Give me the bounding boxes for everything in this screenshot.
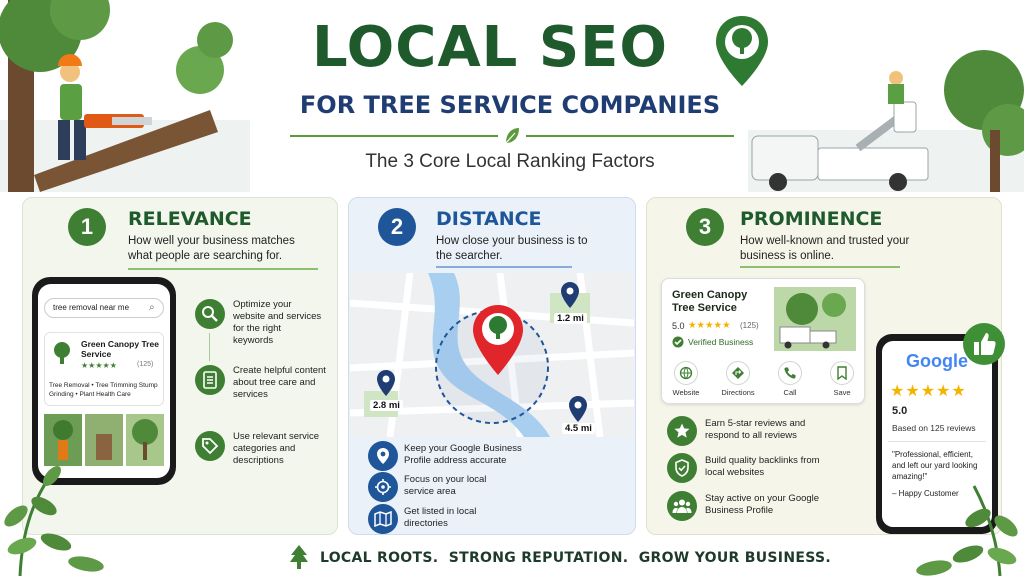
search-input[interactable]: tree removal near me ⌕ xyxy=(44,298,164,318)
business-profile-card[interactable]: Green Canopy Tree Service 5.0 ★★★★★ (125… xyxy=(661,278,865,404)
business-name: Green Canopy Tree Service xyxy=(81,339,159,359)
divider xyxy=(740,266,900,268)
step-number: 1 xyxy=(68,208,106,246)
business-name: Green Canopy Tree Service xyxy=(672,289,748,314)
rating-value: 5.0 xyxy=(672,321,685,331)
divider xyxy=(436,266,572,268)
search-icon: ⌕ xyxy=(149,302,155,313)
step-number: 3 xyxy=(686,208,724,246)
bullet-text: Earn 5-star reviews and respond to all r… xyxy=(705,418,806,441)
action-label: Website xyxy=(672,388,700,397)
business-photo xyxy=(774,287,856,351)
crosshair-icon xyxy=(368,472,398,502)
bullet-text: Stay active on your Google Business Prof… xyxy=(705,493,820,516)
bullet-text: Get listed in local directories xyxy=(404,506,477,529)
shield-check-icon xyxy=(667,453,697,483)
divider xyxy=(888,441,986,442)
action-row: Website Directions Call Save xyxy=(666,361,862,397)
search-icon xyxy=(195,299,225,329)
business-location-pin-icon[interactable] xyxy=(471,303,525,379)
google-logo: Google xyxy=(906,351,968,371)
action-label: Save xyxy=(833,388,851,397)
page-title: LOCAL SEO xyxy=(311,15,669,80)
footer-slogan: LOCAL ROOTS. STRONG REPUTATION. GROW YOU… xyxy=(320,550,831,566)
page-subtitle: FOR TREE SERVICE COMPANIES xyxy=(299,91,721,119)
service-area-map[interactable]: 1.2 mi 2.8 mi 4.5 mi xyxy=(350,273,634,437)
business-listing[interactable]: Green Canopy Tree Service ★★★★★ (125) Tr… xyxy=(44,332,164,406)
panel-description: How well-known and trusted your business… xyxy=(740,235,910,262)
leaf-icon xyxy=(505,128,519,144)
bucket-truck-illustration xyxy=(748,50,1024,192)
location-pin-icon xyxy=(368,441,398,471)
bullet-text: Build quality backlinks from local websi… xyxy=(705,455,820,478)
location-pin-icon xyxy=(561,282,579,308)
review-author: – Happy Customer xyxy=(892,489,959,498)
action-label: Directions xyxy=(721,388,755,397)
distance-label: 4.5 mi xyxy=(562,423,595,434)
review-quote: "Professional, efficient, and left our y… xyxy=(892,450,978,481)
review-count: (125) xyxy=(740,321,759,330)
directions-button[interactable]: Directions xyxy=(718,361,758,397)
panel-title: PROMINENCE xyxy=(740,208,883,230)
step-number: 2 xyxy=(378,208,416,246)
divider xyxy=(128,268,318,270)
bullet-text: Keep your Google Business Profile addres… xyxy=(404,443,522,466)
divider xyxy=(290,135,498,137)
tree-icon xyxy=(290,545,308,569)
review-count: (125) xyxy=(137,361,154,368)
rating-stars: ★★★★★ xyxy=(688,320,731,331)
rating-stars: ★★★★★ xyxy=(81,361,117,370)
directions-icon xyxy=(726,361,750,385)
star-icon xyxy=(667,416,697,446)
rating-value: 5.0 xyxy=(892,405,908,417)
search-results-screen: tree removal near me ⌕ Green Canopy Tree… xyxy=(38,284,170,478)
globe-icon xyxy=(674,361,698,385)
panel-description: How well your business matches what peop… xyxy=(128,235,295,262)
rating-stars: ★★★★★ xyxy=(890,383,967,400)
thumbs-up-icon xyxy=(963,323,1005,365)
services-list: Tree Removal • Tree Trimming Stump Grind… xyxy=(49,382,158,398)
panel-title: RELEVANCE xyxy=(128,208,252,230)
tree-location-pin-icon xyxy=(716,16,768,86)
location-pin-icon xyxy=(569,396,587,422)
website-button[interactable]: Website xyxy=(666,361,706,397)
review-summary: Based on 125 reviews xyxy=(892,423,976,433)
tree-icon xyxy=(54,342,70,364)
search-query: tree removal near me xyxy=(53,303,130,312)
panel-description: How close your business is to the search… xyxy=(436,235,588,262)
distance-label: 2.8 mi xyxy=(370,400,403,411)
google-reviews-screen: Google ★★★★★ 5.0 Based on 125 reviews "P… xyxy=(882,341,992,527)
divider xyxy=(526,135,734,137)
bullet-text: Focus on your local service area xyxy=(404,474,487,497)
document-icon xyxy=(195,365,225,395)
tag-icon xyxy=(195,431,225,461)
bullet-text: Optimize your website and services for t… xyxy=(233,299,322,346)
arborist-illustration xyxy=(0,0,250,192)
plant-decoration xyxy=(4,466,104,576)
service-photos xyxy=(44,414,164,466)
action-label: Call xyxy=(783,388,797,397)
distance-label: 1.2 mi xyxy=(554,313,587,324)
people-icon xyxy=(667,491,697,521)
bookmark-icon xyxy=(830,361,854,385)
panel-title: DISTANCE xyxy=(436,208,542,230)
page-tagline: The 3 Core Local Ranking Factors xyxy=(365,151,655,172)
plant-decoration xyxy=(916,485,1018,576)
call-button[interactable]: Call xyxy=(770,361,810,397)
connector-line xyxy=(209,333,210,361)
verified-check-icon xyxy=(672,336,684,348)
map-icon xyxy=(368,504,398,534)
save-button[interactable]: Save xyxy=(822,361,862,397)
bullet-text: Use relevant service categories and desc… xyxy=(233,431,320,466)
location-pin-icon xyxy=(377,370,395,396)
bullet-text: Create helpful content about tree care a… xyxy=(233,365,326,400)
phone-icon xyxy=(778,361,802,385)
verified-label: Verified Business xyxy=(688,337,754,347)
